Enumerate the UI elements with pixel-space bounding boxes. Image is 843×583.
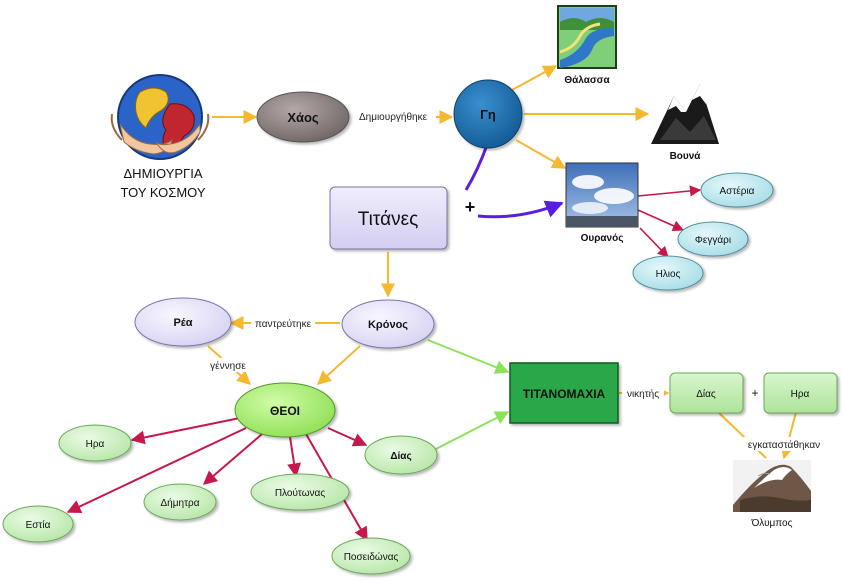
node-titanomaxia[interactable] <box>509 362 619 424</box>
node-thalassa-label: Θάλασσα <box>564 75 610 86</box>
node-olympos-label: Όλυμπος <box>751 518 793 529</box>
node-titanes-label: Τιτάνες <box>358 209 418 230</box>
node-ploutonas-label: Πλούτωνας <box>275 487 325 499</box>
arrow-ouranos-asteria <box>637 185 702 197</box>
arrow-gi-purple <box>464 144 489 191</box>
node-theoi[interactable] <box>234 382 336 438</box>
node-chaos[interactable] <box>256 91 350 143</box>
node-dias-right-label: Δίας <box>696 388 716 400</box>
link-nikitis: νικητής <box>627 388 659 400</box>
node-estia-label: Εστία <box>26 519 51 531</box>
node-titanes[interactable] <box>329 186 448 250</box>
arrow-theoi-ploutonas <box>287 436 302 478</box>
node-ouranos-label: Ουρανός <box>581 233 624 244</box>
arrow-dias-olympos <box>717 411 767 459</box>
sky-clouds-icon <box>565 162 639 228</box>
arrow-plus-ouranos <box>477 200 564 219</box>
node-chaos-label: Χάος <box>287 110 319 125</box>
node-dimitra[interactable] <box>143 483 217 521</box>
mountain-icon <box>651 82 719 144</box>
arrow-theoi-dimitra <box>202 433 263 485</box>
node-ploutonas[interactable] <box>250 473 350 511</box>
node-feggari[interactable] <box>677 221 749 257</box>
link-labels: Δημιουργήθηκε + παντρεύτηκε γέννησε νικη… <box>205 109 827 451</box>
node-ira[interactable] <box>58 424 132 462</box>
node-ira-right-label: Ηρα <box>791 389 810 400</box>
node-kronos-label: Κρόνος <box>368 319 408 331</box>
node-theoi-label: ΘΕΟΙ <box>270 404 300 418</box>
arrow-theoi-ira <box>130 417 241 445</box>
link-pantreftike: παντρεύτηκε <box>255 318 312 330</box>
node-rea-label: Ρέα <box>173 317 192 329</box>
arrow-ira-olympos <box>780 411 797 460</box>
node-ilios-label: Ηλιος <box>656 269 681 280</box>
node-gi[interactable] <box>453 79 523 149</box>
node-feggari-label: Φεγγάρι <box>695 234 731 246</box>
node-dimitra-label: Δήμητρα <box>161 497 200 509</box>
arrow-ouranos-ilios <box>639 227 669 258</box>
node-ira-label: Ηρα <box>86 439 105 450</box>
arrow-theoi-dias <box>327 427 368 447</box>
link-gennise: γέννησε <box>210 360 246 372</box>
node-estia[interactable] <box>2 505 74 543</box>
connectors <box>66 65 797 542</box>
sea-landscape-icon <box>557 5 617 69</box>
arrow-kronos-theoi <box>316 345 361 385</box>
node-poseidonas-label: Ποσειδώνας <box>344 551 399 563</box>
link-egkatastathikan: εγκαταστάθηκαν <box>748 439 820 451</box>
node-titanomaxia-label: ΤΙΤΑΝΟΜΑΧΙΑ <box>523 387 606 401</box>
link-dimiourgithike: Δημιουργήθηκε <box>359 111 428 123</box>
node-rea[interactable] <box>134 297 232 347</box>
node-kronos[interactable] <box>341 299 435 349</box>
arrow-gi-ouranos <box>515 139 567 169</box>
node-ira-right[interactable] <box>763 372 838 414</box>
link-plus-gods: + <box>751 386 758 400</box>
node-vouna-label: Βουνά <box>670 151 702 162</box>
node-gi-label: Γη <box>480 107 496 122</box>
node-asteria-label: Αστέρια <box>720 185 755 197</box>
arrow-kronos-titanomaxia <box>427 339 510 374</box>
title-line2: ΤΟΥ ΚΟΣΜΟΥ <box>120 185 205 200</box>
arrow-gi-thalassa <box>511 65 558 91</box>
title-line1: ΔΗΜΙΟΥΡΓΙΑ <box>124 166 203 181</box>
node-poseidonas[interactable] <box>331 537 411 575</box>
node-dias-right[interactable] <box>669 372 744 414</box>
node-ilios[interactable] <box>632 255 704 291</box>
node-dias-label: Δίας <box>390 451 411 462</box>
node-dias[interactable] <box>364 435 438 475</box>
globe-hands-icon <box>110 74 210 160</box>
link-plus-ouranos: + <box>465 197 476 217</box>
arrow-theoi-estia <box>66 427 247 513</box>
arrow-ouranos-feggari <box>637 209 685 232</box>
olympus-mountain-icon <box>733 460 811 512</box>
arrow-dias-titanomaxia <box>433 411 510 451</box>
node-asteria[interactable] <box>700 172 774 208</box>
